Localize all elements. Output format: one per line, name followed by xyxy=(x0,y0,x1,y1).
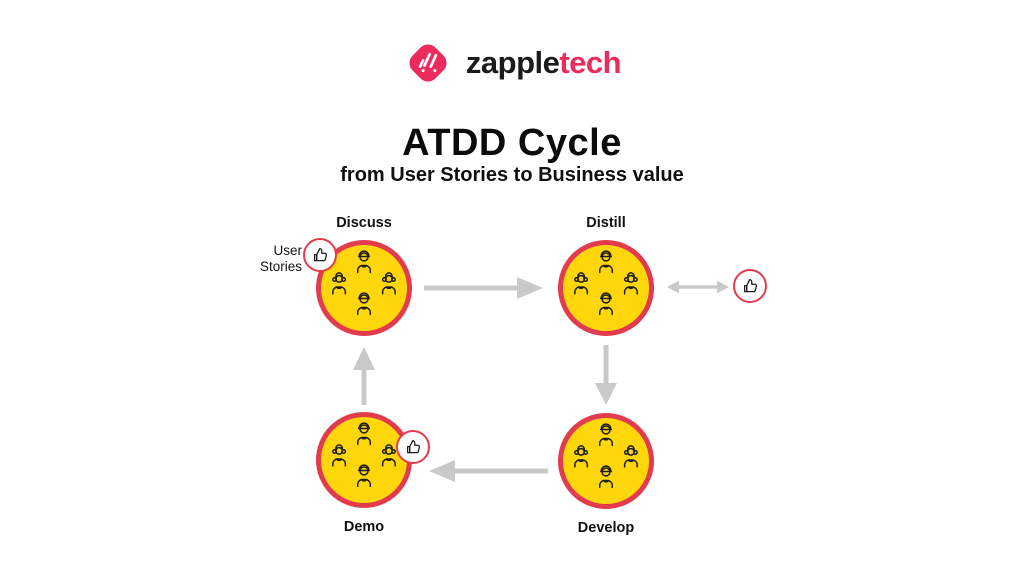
node-develop-label: Develop xyxy=(577,520,635,536)
node-demo: Demo xyxy=(316,412,412,535)
thumbs-up-badge-discuss xyxy=(303,238,337,272)
team-icon xyxy=(332,422,396,488)
node-demo-label: Demo xyxy=(343,519,385,535)
arrow-discuss-to-distill xyxy=(424,277,543,299)
node-develop: Develop xyxy=(558,413,654,536)
thumbs-up-icon xyxy=(311,246,330,265)
brand-logo: zappletech xyxy=(0,38,1024,88)
node-distill: Distill xyxy=(558,215,654,336)
brand-name-primary: zapple xyxy=(465,45,560,80)
thumbs-up-badge-demo xyxy=(396,430,430,464)
node-develop-circle xyxy=(558,413,654,509)
page-title: ATDD Cycle xyxy=(402,122,622,164)
thumbs-up-icon xyxy=(404,438,423,457)
arrow-develop-to-demo xyxy=(429,460,548,482)
user-stories-label: User Stories xyxy=(228,243,302,275)
node-distill-label: Distill xyxy=(586,215,626,231)
node-demo-circle xyxy=(316,412,412,508)
user-stories-line2: Stories xyxy=(259,259,302,274)
thumbs-up-badge-approval xyxy=(733,269,767,303)
arrow-distill-to-develop xyxy=(595,345,617,405)
arrow-demo-to-discuss xyxy=(353,347,375,405)
thumbs-up-icon xyxy=(741,277,760,296)
team-icon xyxy=(574,250,638,316)
zappletech-logo-icon xyxy=(409,44,447,82)
brand-wordmark: zappletech xyxy=(465,45,622,81)
page-subtitle: from User Stories to Business value xyxy=(340,164,684,186)
node-discuss-label: Discuss xyxy=(336,215,392,231)
arrow-distill-to-approval xyxy=(667,280,729,294)
brand-name-accent: tech xyxy=(559,45,622,80)
user-stories-line1: User xyxy=(273,243,302,258)
team-icon xyxy=(574,423,638,489)
node-distill-circle xyxy=(558,240,654,336)
node-discuss: Discuss xyxy=(316,215,412,336)
